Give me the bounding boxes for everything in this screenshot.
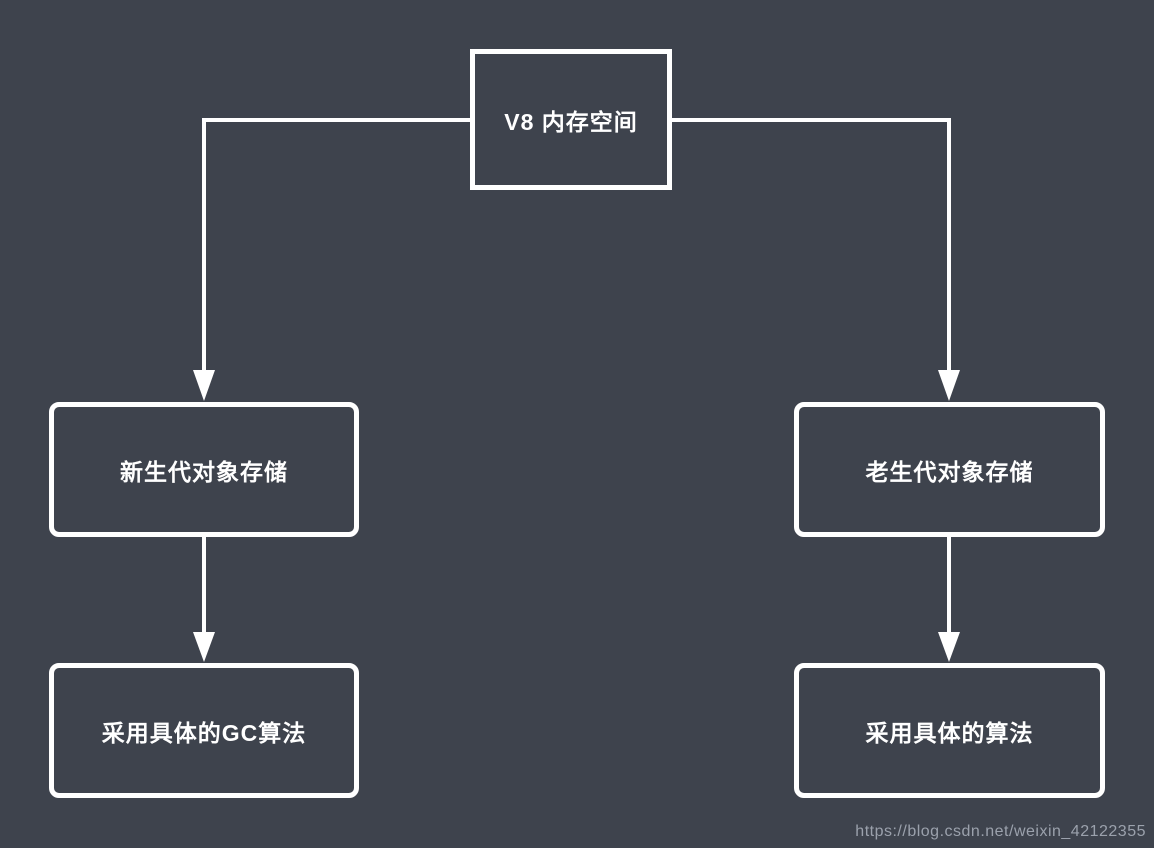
node-label: 采用具体的算法 xyxy=(865,719,1034,746)
node-new-generation-storage: 新生代对象存储 xyxy=(49,402,359,537)
node-label: 老生代对象存储 xyxy=(865,458,1034,485)
watermark-url: https://blog.csdn.net/weixin_42122355 xyxy=(855,823,1146,840)
node-label: V8 内存空间 xyxy=(504,108,638,135)
node-label: 新生代对象存储 xyxy=(120,458,288,485)
connector-new-generation-to-algorithm xyxy=(193,537,215,662)
connector-root-to-new-generation xyxy=(193,118,470,401)
connector-root-to-old-generation xyxy=(672,118,960,401)
arrowhead-down-icon xyxy=(193,632,215,662)
node-label: 采用具体的GC算法 xyxy=(101,719,307,746)
arrowhead-down-icon xyxy=(938,370,960,401)
arrowhead-down-icon xyxy=(193,370,215,401)
node-v8-memory-space: V8 内存空间 xyxy=(470,49,672,190)
arrowhead-down-icon xyxy=(938,632,960,662)
connector-old-generation-to-algorithm xyxy=(938,537,960,662)
node-old-generation-storage: 老生代对象存储 xyxy=(794,402,1105,537)
node-new-generation-gc-algorithm: 采用具体的GC算法 xyxy=(49,663,359,798)
node-old-generation-algorithm: 采用具体的算法 xyxy=(794,663,1105,798)
